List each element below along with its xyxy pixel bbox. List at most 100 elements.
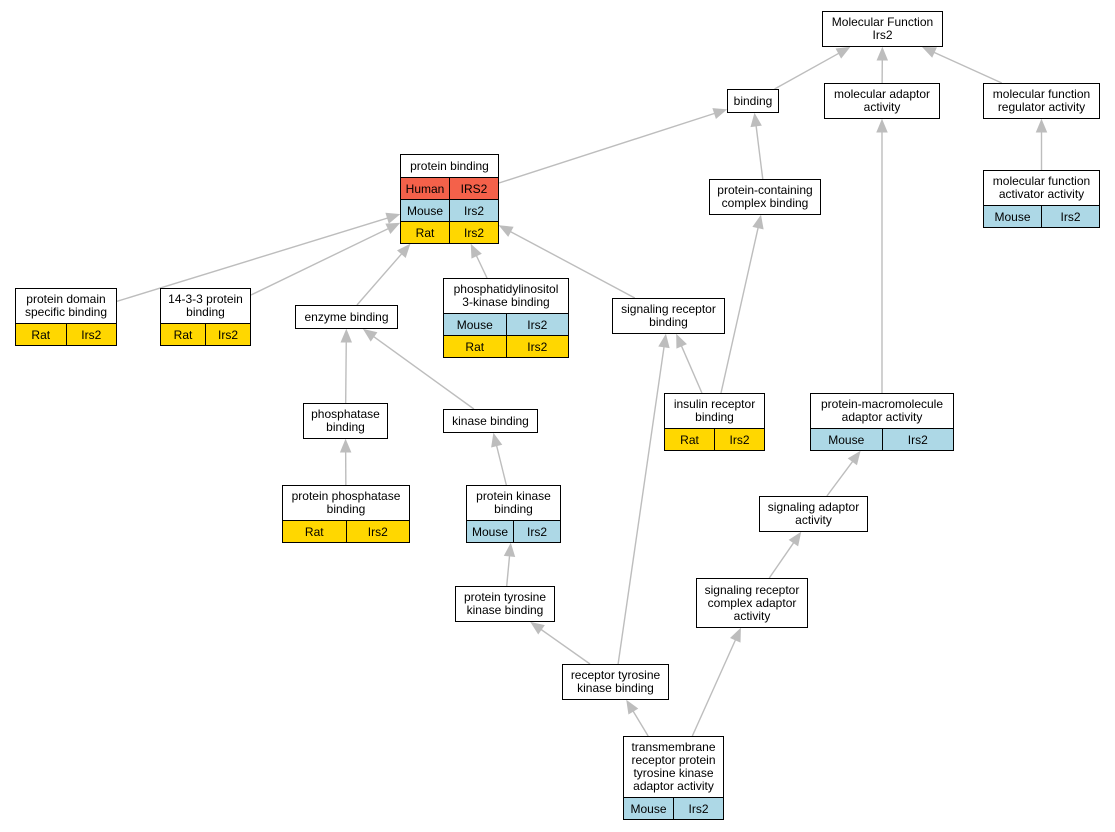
species-cell: Rat (415, 225, 435, 240)
species-cell: Mouse (456, 317, 493, 332)
node-label: 14-3-3 protein binding (168, 292, 243, 319)
edge-line (356, 253, 403, 306)
edge-arrowhead (340, 328, 353, 343)
edge-arrowhead (730, 627, 741, 643)
ortholog-row: Mouse Irs2 (467, 521, 560, 542)
node-label: molecular function activator activity (992, 174, 1091, 201)
edge-line (933, 51, 1003, 84)
edge-arrowhead (750, 112, 762, 128)
edge-line (720, 227, 759, 394)
node-kinase-binding[interactable]: kinase binding (443, 409, 538, 433)
ortholog-table: Rat Irs2 (16, 323, 116, 345)
node-label: signaling receptor complex adaptor activ… (704, 582, 800, 623)
node-label: receptor tyrosine kinase binding (570, 668, 661, 695)
node-label: protein phosphatase binding (291, 489, 401, 516)
edge-arrowhead (835, 46, 851, 59)
gene-cell: Irs2 (714, 429, 764, 450)
gene-cell: Irs2 (513, 521, 560, 542)
species-cell: Rat (465, 339, 485, 354)
node-phosphatase-binding[interactable]: phosphatase binding (303, 403, 388, 439)
edge-line (755, 125, 764, 180)
edge-line (495, 445, 508, 486)
gene-cell: Irs2 (65, 324, 117, 345)
node-label: molecular adaptor activity (833, 87, 931, 114)
edge-arrowhead (503, 542, 516, 557)
node-label: kinase binding (452, 413, 529, 428)
node-molecular-function-regulator[interactable]: molecular function regulator activity (983, 83, 1100, 119)
edge-arrowhead (876, 46, 889, 61)
edge-arrowhead (470, 243, 482, 259)
species-cell: Rat (31, 327, 51, 342)
edge-arrowhead (752, 214, 764, 230)
ortholog-table: Mouse Irs2 (624, 797, 723, 819)
node-binding[interactable]: binding (727, 89, 779, 113)
node-signaling-receptor-complex-adaptor[interactable]: signaling receptor complex adaptor activ… (696, 578, 808, 628)
node-label: binding (733, 93, 773, 108)
edge-arrowhead (339, 438, 352, 453)
species-cell: Mouse (471, 524, 509, 539)
node-signaling-receptor-binding[interactable]: signaling receptor binding (612, 298, 725, 334)
node-molecular-function[interactable]: Molecular Function Irs2 (822, 11, 943, 47)
node-label: protein-macromolecule adaptor activity (820, 397, 944, 424)
edge-arrowhead (788, 531, 802, 547)
gene-cell: Irs2 (673, 798, 723, 819)
node-label: phosphatase binding (311, 407, 380, 434)
gene-cell: IRS2 (449, 178, 498, 199)
ortholog-row: Mouse Irs2 (401, 199, 498, 221)
node-label: protein tyrosine kinase binding (463, 590, 547, 617)
edge-line (510, 230, 636, 299)
ortholog-row: Mouse Irs2 (624, 798, 723, 819)
edge-line (826, 461, 854, 497)
ortholog-row: Rat Irs2 (16, 324, 116, 345)
node-label: phosphatidylinositol 3-kinase binding (453, 282, 559, 309)
edge-line (768, 542, 795, 579)
node-signaling-adaptor-activity[interactable]: signaling adaptor activity (759, 496, 868, 532)
node-label: signaling adaptor activity (767, 500, 860, 527)
gene-cell: Irs2 (505, 314, 569, 335)
node-label: signaling receptor binding (621, 302, 716, 329)
node-molecular-adaptor-activity[interactable]: molecular adaptor activity (824, 83, 940, 119)
node-protein-containing-complex[interactable]: protein-containing complex binding (709, 179, 821, 215)
node-receptor-tyrosine-kinase-binding[interactable]: receptor tyrosine kinase binding (562, 664, 669, 700)
node-enzyme-binding[interactable]: enzyme binding (295, 305, 398, 329)
edge-arrowhead (847, 450, 861, 466)
species-cell: Mouse (630, 801, 667, 816)
edge-line (540, 628, 591, 665)
node-transmembrane-rtk-adaptor[interactable]: transmembrane receptor protein tyrosine … (623, 736, 724, 820)
edge-line (344, 341, 347, 404)
edge-arrowhead (676, 333, 687, 349)
edge-line (250, 227, 389, 296)
node-protein-tyrosine-kinase-binding[interactable]: protein tyrosine kinase binding (455, 586, 555, 622)
edge-arrowhead (1035, 118, 1048, 133)
edge-arrowhead (530, 621, 545, 635)
edge-line (506, 555, 511, 587)
species-cell: Mouse (994, 209, 1031, 224)
edge-line (680, 345, 703, 394)
gene-cell: Irs2 (449, 222, 498, 243)
node-label: protein-containing complex binding (717, 183, 813, 210)
species-cell: Mouse (406, 203, 444, 218)
gene-cell: Irs2 (449, 200, 498, 221)
node-label: protein domain specific binding (24, 292, 108, 319)
ortholog-row: Rat Irs2 (401, 221, 498, 243)
